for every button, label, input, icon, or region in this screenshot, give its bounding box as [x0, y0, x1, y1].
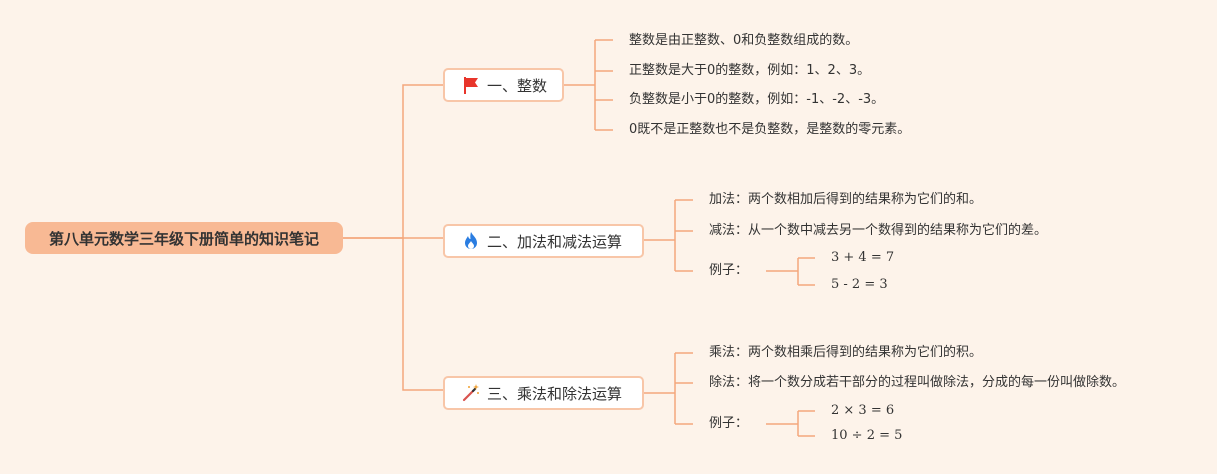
leaf-integers-1[interactable]: 整数是由正整数、0和负整数组成的数。 — [629, 33, 859, 48]
example-multiplication[interactable]: 2 × 3 = 6 — [831, 403, 895, 418]
leaf-integers-4[interactable]: 0既不是正整数也不是负整数，是整数的零元素。 — [629, 122, 911, 137]
connector-branch-3-examples — [766, 410, 815, 437]
branch-add-subtract[interactable]: 二、加法和减法运算 — [443, 224, 644, 258]
leaf-subtraction[interactable]: 减法：从一个数中减去另一个数得到的结果称为它们的差。 — [709, 223, 1048, 238]
example-division[interactable]: 10 ÷ 2 = 5 — [831, 428, 903, 443]
branch-integers-label: 一、整数 — [487, 76, 548, 95]
connector-root-branch-1 — [343, 84, 443, 239]
leaf-division[interactable]: 除法：将一个数分成若干部分的过程叫做除法，分成的每一份叫做除数。 — [709, 375, 1126, 390]
branch-multiply-divide-label: 三、乘法和除法运算 — [487, 384, 623, 403]
connector-root-branch-3 — [402, 238, 443, 391]
leaf-add-subtract-example[interactable]: 例子： — [709, 263, 749, 278]
fire-icon — [461, 231, 481, 251]
leaf-multiplication[interactable]: 乘法：两个数相乘后得到的结果称为它们的积。 — [709, 345, 983, 360]
connector-branch-2-leaves — [644, 199, 693, 272]
connector-branch-2-examples — [766, 257, 815, 286]
flag-icon — [461, 75, 481, 95]
root-topic[interactable]: 第八单元数学三年级下册简单的知识笔记 — [25, 222, 343, 254]
branch-add-subtract-label: 二、加法和减法运算 — [487, 232, 623, 251]
example-subtraction[interactable]: 5 - 2 = 3 — [831, 277, 888, 292]
leaf-addition[interactable]: 加法：两个数相加后得到的结果称为它们的和。 — [709, 192, 983, 207]
magic-wand-icon — [461, 383, 481, 403]
leaf-integers-2[interactable]: 正整数是大于0的整数，例如：1、2、3。 — [629, 63, 871, 78]
branch-integers[interactable]: 一、整数 — [443, 68, 564, 102]
connector-branch-3-leaves — [644, 352, 693, 425]
connector-branch-1-leaves — [564, 39, 613, 131]
root-topic-label: 第八单元数学三年级下册简单的知识笔记 — [48, 229, 319, 248]
leaf-multiply-divide-example[interactable]: 例子： — [709, 416, 749, 431]
leaf-integers-3[interactable]: 负整数是小于0的整数，例如：-1、-2、-3。 — [629, 92, 885, 107]
example-addition[interactable]: 3 + 4 = 7 — [831, 250, 895, 265]
branch-multiply-divide[interactable]: 三、乘法和除法运算 — [443, 376, 644, 410]
